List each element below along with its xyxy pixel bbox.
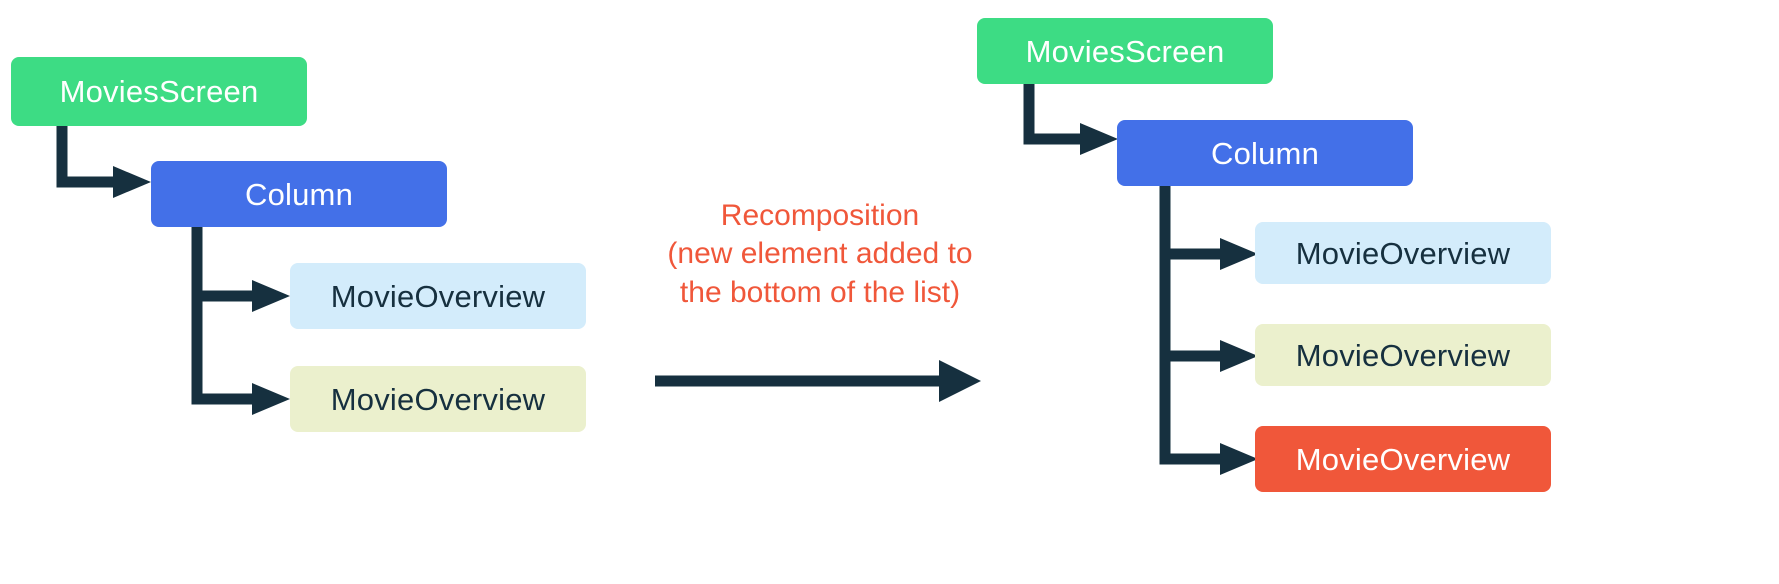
node-label: MovieOverview bbox=[330, 381, 546, 417]
node-label: Column bbox=[244, 176, 354, 212]
node-movie-overview-2-before[interactable]: MovieOverview bbox=[290, 366, 586, 432]
node-movie-overview-3-after[interactable]: MovieOverview bbox=[1255, 426, 1551, 492]
transition-arrow bbox=[653, 355, 985, 407]
annotation-line-1: Recomposition bbox=[720, 199, 920, 232]
node-movie-overview-2-after[interactable]: MovieOverview bbox=[1255, 324, 1551, 386]
connector-column-to-children-after bbox=[1158, 180, 1273, 476]
node-label: MovieOverview bbox=[330, 278, 546, 314]
node-label: Column bbox=[1210, 135, 1320, 171]
node-label: MovieOverview bbox=[1295, 235, 1511, 271]
node-movie-overview-1-after[interactable]: MovieOverview bbox=[1255, 222, 1551, 284]
connector-column-to-children-before bbox=[190, 221, 305, 415]
node-label: MoviesScreen bbox=[1025, 33, 1225, 69]
annotation-line-3: the bottom of the list) bbox=[679, 275, 961, 309]
annotation-line-2: (new element added to bbox=[667, 237, 973, 271]
node-movie-overview-1-before[interactable]: MovieOverview bbox=[290, 263, 586, 329]
connector-moviesscreen-to-column-after bbox=[1022, 78, 1132, 155]
node-movies-screen-after[interactable]: MoviesScreen bbox=[977, 18, 1273, 84]
node-label: MovieOverview bbox=[1295, 337, 1511, 373]
node-column-after[interactable]: Column bbox=[1117, 120, 1413, 186]
connector-moviesscreen-to-column-before bbox=[55, 120, 165, 198]
node-movies-screen-before[interactable]: MoviesScreen bbox=[11, 57, 307, 126]
node-column-before[interactable]: Column bbox=[151, 161, 447, 227]
recomposition-annotation: Recomposition (new element added to the … bbox=[620, 197, 1020, 312]
node-label: MoviesScreen bbox=[59, 74, 259, 109]
node-label: MovieOverview bbox=[1295, 441, 1511, 477]
